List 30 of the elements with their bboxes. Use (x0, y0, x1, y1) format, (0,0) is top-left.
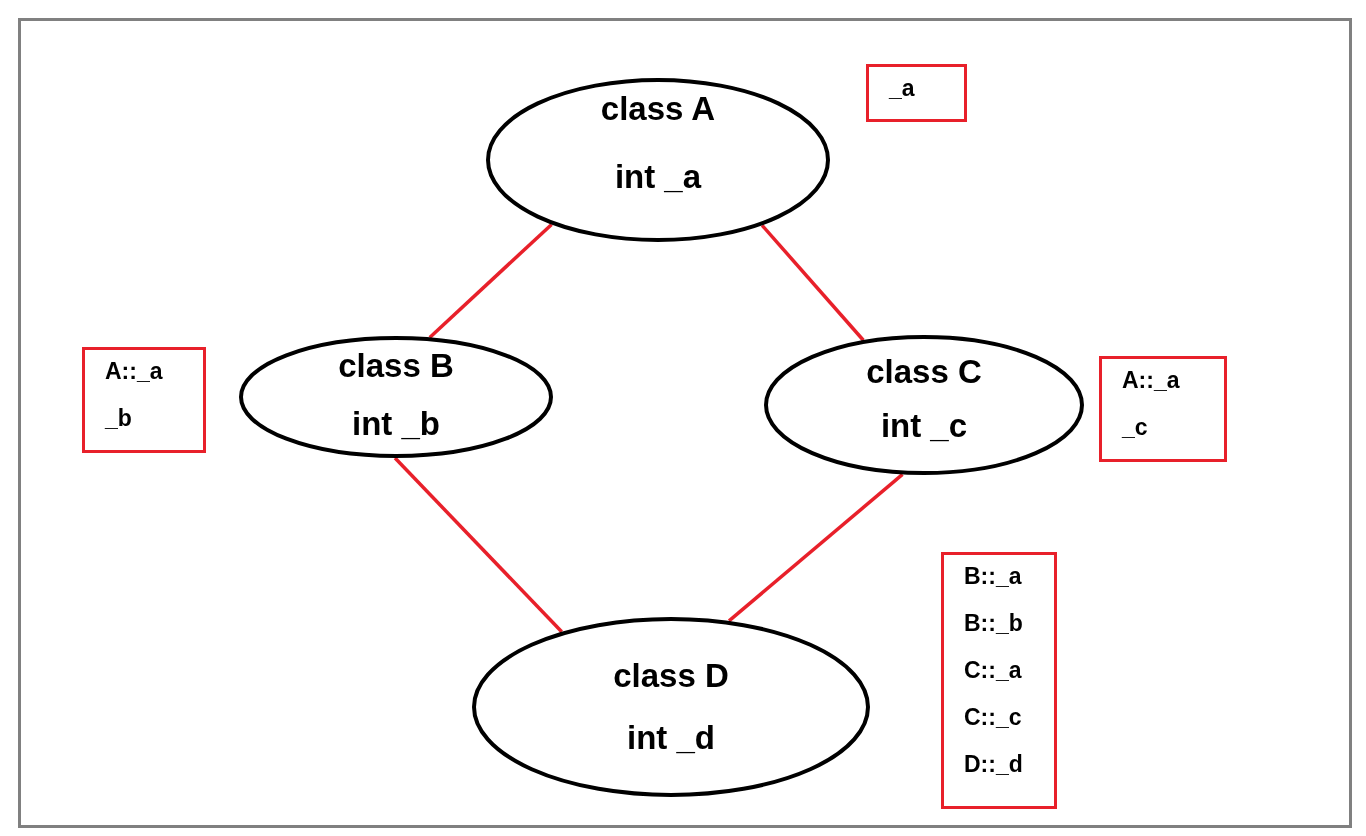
member-text: B::_b (964, 612, 1024, 635)
member-text: A::_a (1122, 369, 1181, 392)
class-name: class B (337, 347, 455, 385)
class-ellipse (486, 78, 830, 242)
member-list-box (1099, 356, 1227, 462)
member-text: C::_c (964, 706, 1023, 729)
inheritance-line (428, 223, 553, 339)
member-list-box (82, 347, 206, 453)
member-text: _c (1122, 416, 1149, 439)
member-text: _a (889, 77, 916, 100)
member-list-box (866, 64, 967, 122)
member-text: A::_a (105, 360, 164, 383)
class-ellipse (472, 617, 870, 797)
inheritance-line (393, 456, 563, 633)
class-ellipse (764, 335, 1084, 475)
class-name: class A (599, 90, 717, 128)
member-text: B::_a (964, 565, 1023, 588)
member-text: int _c (879, 407, 969, 445)
inheritance-line (727, 473, 904, 623)
member-text: D::_d (964, 753, 1024, 776)
member-text: _b (105, 407, 133, 430)
class-name: class C (865, 353, 983, 391)
member-text: int _a (613, 158, 703, 196)
member-text: int _d (626, 719, 716, 757)
class-ellipse (239, 336, 553, 458)
class-name: class D (612, 657, 730, 695)
member-list-box (941, 552, 1057, 809)
member-text: int _b (351, 405, 441, 443)
inheritance-line (760, 224, 865, 342)
member-text: C::_a (964, 659, 1023, 682)
